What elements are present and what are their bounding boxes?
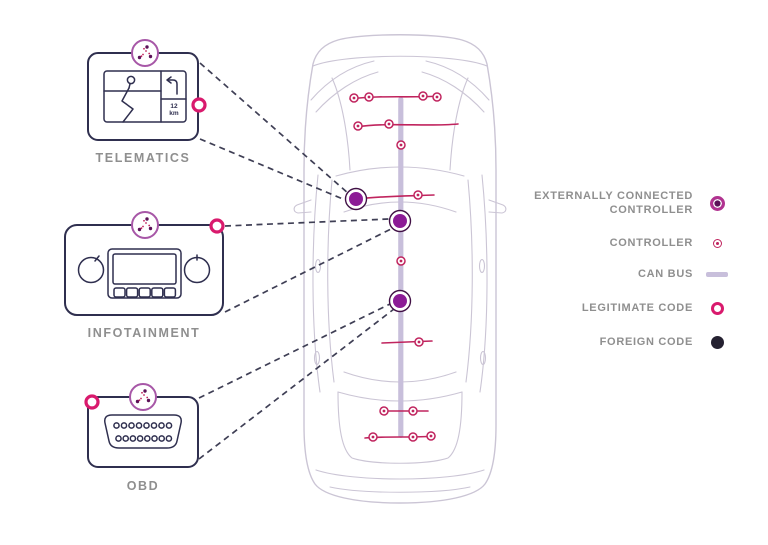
connector-obd-1 xyxy=(198,302,393,399)
network-dots-badge xyxy=(131,39,159,67)
legitimate-code-marker xyxy=(209,218,225,234)
legend-item-legitimate-code: LEGITIMATE CODE xyxy=(513,301,728,315)
externally-connected-controller-icon xyxy=(709,195,725,211)
obd-pins xyxy=(113,422,173,442)
nav-distance-unit: km xyxy=(169,110,179,117)
door-handle xyxy=(313,350,321,366)
left-mirror xyxy=(293,199,312,214)
legend-label: LEGITIMATE CODE xyxy=(581,302,693,314)
obd-connector xyxy=(104,414,182,449)
telematics-controller-node xyxy=(344,187,368,211)
can-bus-line xyxy=(398,97,404,438)
connector-telematics-2 xyxy=(199,138,351,203)
infotainment-box xyxy=(64,211,225,316)
obd-box xyxy=(84,383,199,468)
legitimate-code-marker xyxy=(191,97,207,113)
foreign-code-icon xyxy=(710,335,724,349)
telematics-box xyxy=(87,39,207,141)
legend-label: CAN BUS xyxy=(637,268,693,280)
connector-infotainment-2 xyxy=(224,227,394,313)
volume-knob xyxy=(77,255,105,284)
legend-label: CONTROLLER xyxy=(609,237,693,249)
route-line xyxy=(121,87,134,123)
door-handle xyxy=(478,258,486,274)
dashed-connectors xyxy=(198,62,395,460)
nav-screen xyxy=(103,70,187,123)
door-handle xyxy=(314,258,322,274)
tuner-knob xyxy=(183,254,211,284)
right-mirror xyxy=(488,199,507,214)
legend-item-externally-connected-controller: EXTERNALLY CONNECTED CONTROLLER xyxy=(513,189,728,217)
head-unit-screen xyxy=(107,248,182,299)
infotainment-controller-node xyxy=(388,209,412,233)
network-dots-badge xyxy=(129,383,157,411)
controller-network xyxy=(344,91,459,442)
controller-icon xyxy=(712,238,722,248)
turn-left-arrow-icon xyxy=(166,76,178,95)
legitimate-code-marker xyxy=(84,394,100,410)
nav-distance-readout: 12 km xyxy=(169,103,178,117)
obd-label: OBD xyxy=(126,479,160,493)
legitimate-code-icon xyxy=(710,301,724,315)
infotainment-label: INFOTAINMENT xyxy=(87,326,201,340)
legend-label: FOREIGN CODE xyxy=(599,336,693,348)
connector-infotainment-1 xyxy=(224,218,390,227)
legend-item-controller: CONTROLLER xyxy=(513,236,728,250)
network-dots-badge xyxy=(131,211,159,239)
legend-label: EXTERNALLY CONNECTED CONTROLLER xyxy=(534,190,693,216)
legend-item-foreign-code: FOREIGN CODE xyxy=(513,335,728,349)
legend-item-can-bus: CAN BUS xyxy=(513,267,728,281)
controller-nodes xyxy=(349,91,442,442)
can-bus-icon xyxy=(706,271,728,277)
telematics-label: TELEMATICS xyxy=(95,151,191,165)
connector-obd-2 xyxy=(198,308,395,460)
nav-distance-value: 12 xyxy=(170,103,178,110)
obd-controller-node xyxy=(388,289,412,313)
door-handle xyxy=(479,350,487,366)
connector-telematics-1 xyxy=(199,62,350,195)
